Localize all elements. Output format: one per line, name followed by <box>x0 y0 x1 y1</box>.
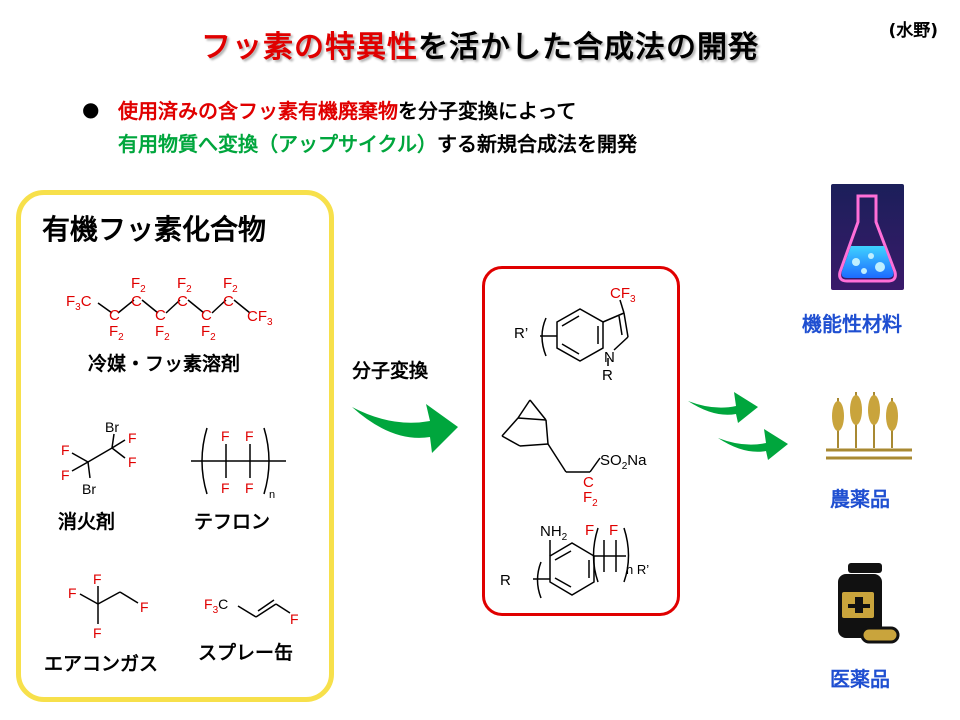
f-atom: F <box>221 428 230 444</box>
conversion-label: 分子変換 <box>352 360 429 382</box>
summary-line-1-red: 使用済みの含フッ素有機廃棄物 <box>118 99 398 123</box>
nh2-group: NH2 <box>540 523 568 543</box>
summary-line-1: 使用済みの含フッ素有機廃棄物を分子変換によって <box>118 95 576 124</box>
aircon-gas-atoms: F F F F <box>68 571 149 641</box>
extinguisher-atoms: Br F F F F Br <box>61 419 137 497</box>
br-atom: Br <box>82 481 96 497</box>
r-group: R <box>500 572 511 589</box>
title-rest: を活かした合成法の開発 <box>418 30 759 65</box>
c-atom: C <box>155 307 166 324</box>
indole-atoms: CF3 N R R’ <box>514 285 636 384</box>
wheat-icon <box>826 392 912 460</box>
norbornane-sulfinate-structure <box>501 399 601 473</box>
summary-line-2: 有用物質へ変換（アップサイクル）する新規合成法を開発 <box>118 128 637 157</box>
author-label: (水野) <box>888 21 938 41</box>
bullet-icon: ● <box>82 97 100 121</box>
pharmaceutical-label: 医薬品 <box>830 667 890 691</box>
cf3-atom: CF3 <box>247 308 273 328</box>
teflon-structure <box>191 427 286 495</box>
medicine-bottle-icon <box>838 563 900 644</box>
f-atom: F <box>290 611 299 627</box>
f-atom: F <box>93 625 102 641</box>
f-atom: F <box>245 480 254 496</box>
trifluoromethyl-indole-structure <box>540 299 629 366</box>
n-atom: N <box>604 349 615 366</box>
f-atom: F <box>245 428 254 444</box>
sulfinate-atoms: C F2 SO2Na <box>583 452 647 509</box>
f2-atom: F2 <box>155 323 170 343</box>
refrigerant-structure <box>97 299 251 314</box>
n-r-prime-group: n R’ <box>626 562 649 577</box>
f2-atom: F2 <box>177 275 192 295</box>
f-atom: F <box>140 599 149 615</box>
extinguisher-structure <box>71 433 126 479</box>
f-atom: F <box>128 430 137 446</box>
refrigerant-label: 冷媒・フッ素溶剤 <box>88 353 241 375</box>
teflon-atoms: F F F F n <box>221 428 275 501</box>
spray-can-structure <box>237 599 291 618</box>
f-atom: F <box>585 522 594 539</box>
f-atom: F <box>609 522 618 539</box>
f-atom: F <box>128 454 137 470</box>
summary-line-2-green: 有用物質へ変換（アップサイクル） <box>118 132 437 156</box>
f3c-atom: F3C <box>204 596 228 616</box>
f2-atom: F2 <box>201 323 216 343</box>
upcycle-arrow-bottom <box>718 429 788 460</box>
f-atom: F <box>221 480 230 496</box>
organofluorine-box-title: 有機フッ素化合物 <box>42 213 267 246</box>
upcycle-arrow-top <box>688 392 758 423</box>
n-subscript: n <box>269 489 275 501</box>
title-highlight: フッ素の特異性 <box>201 30 418 65</box>
f-atom: F <box>93 571 102 587</box>
c-atom: C <box>201 307 212 324</box>
summary-line-2-black: する新規合成法を開発 <box>437 132 637 156</box>
refrigerant-atoms: F3C C C C C C C CF3 F2 F2 F2 F2 F2 F2 <box>66 275 273 343</box>
agrochemical-label: 農薬品 <box>830 487 890 511</box>
spray-can-atoms: F3C F <box>204 596 299 627</box>
summary-line-1-black: を分子変換によって <box>398 99 577 123</box>
f3c-atom: F3C <box>66 293 92 313</box>
so2na-group: SO2Na <box>600 452 647 472</box>
converted-products-box <box>482 266 680 616</box>
f2-atom: F2 <box>583 489 598 509</box>
f-atom: F <box>68 585 77 601</box>
fluoroalkyl-aniline-structure <box>533 527 630 599</box>
extinguisher-label: 消火剤 <box>58 511 116 533</box>
spray-can-label: スプレー缶 <box>198 642 294 664</box>
c-atom: C <box>109 307 120 324</box>
f2-atom: F2 <box>131 275 146 295</box>
f-atom: F <box>61 467 70 483</box>
aircon-gas-label: エアコンガス <box>44 653 159 675</box>
r-prime-group: R’ <box>514 325 528 342</box>
flask-icon <box>831 184 904 290</box>
aircon-gas-structure <box>79 586 139 624</box>
c-atom: C <box>131 293 142 310</box>
f-atom: F <box>61 442 70 458</box>
br-atom: Br <box>105 419 119 435</box>
cf3-atom: CF3 <box>610 285 636 305</box>
teflon-label: テフロン <box>194 511 271 533</box>
functional-material-label: 機能性材料 <box>802 312 902 336</box>
conversion-arrow <box>352 404 458 453</box>
r-group: R <box>602 367 613 384</box>
f2-atom: F2 <box>109 323 124 343</box>
organofluorine-box <box>16 190 334 702</box>
c-atom: C <box>223 293 234 310</box>
aniline-atoms: NH2 F F n R’ R <box>500 522 649 589</box>
c-atom: C <box>177 293 188 310</box>
page-title: フッ素の特異性を活かした合成法の開発 <box>0 22 960 66</box>
f2-atom: F2 <box>223 275 238 295</box>
c-atom: C <box>583 474 594 491</box>
